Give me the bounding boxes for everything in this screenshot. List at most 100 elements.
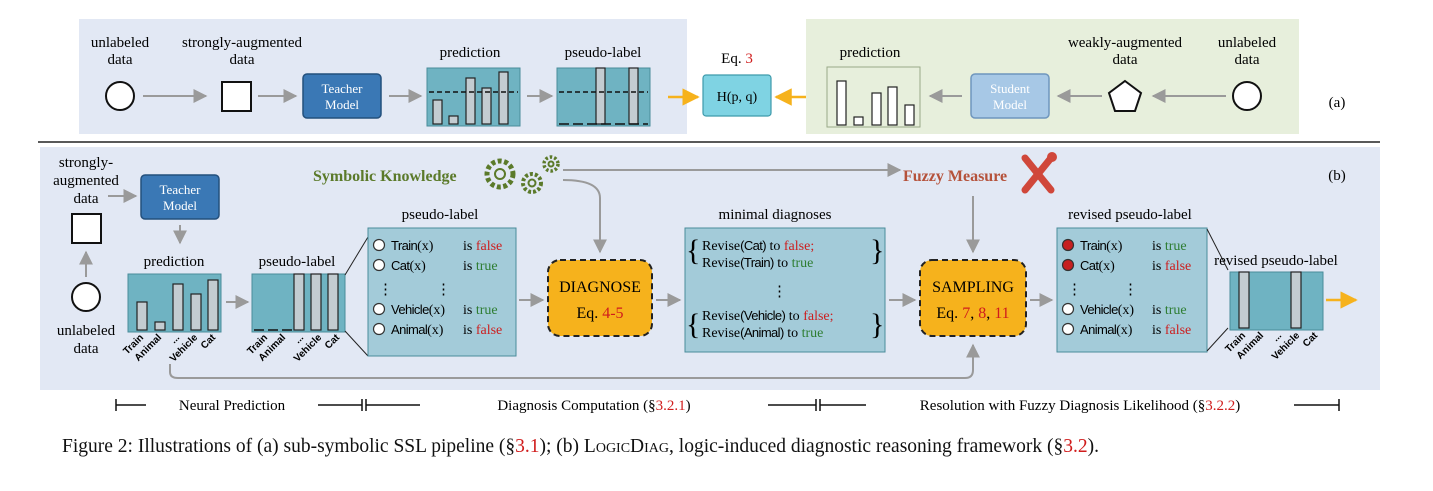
bar-mark	[465, 77, 476, 125]
unlabeled-data-label-2: data	[108, 52, 133, 68]
minimal-diagnoses-title: minimal diagnoses	[719, 207, 832, 223]
sampling-eq: Eq. 7, 8, 11	[936, 305, 1009, 322]
radio-icon	[372, 258, 386, 272]
symbolic-knowledge-label: Symbolic Knowledge	[313, 168, 457, 185]
revised-box-title: revised pseudo-label	[1068, 207, 1192, 223]
diagnose-title: DIAGNOSE	[559, 279, 641, 296]
bar-mark	[853, 116, 864, 126]
fuzzy-measure-label: Fuzzy Measure	[903, 168, 1007, 185]
radio-icon	[372, 238, 386, 252]
unlabeled-data-b-label-2: data	[74, 341, 99, 357]
strongly-augmented-label: strongly-augmented	[182, 35, 302, 51]
student-model-label-2: Model	[993, 97, 1027, 112]
pseudo-label-ellipsis-2: ⋮	[436, 282, 451, 298]
bar-mark	[595, 67, 606, 125]
bar-mark	[310, 273, 322, 331]
diagnose-box	[547, 259, 653, 337]
figure-caption: Figure 2: Illustrations of (a) sub-symbo…	[62, 436, 1099, 457]
brace-close-2: }	[870, 308, 884, 341]
predicate-row: Animal(x)	[1080, 322, 1133, 338]
bar-mark	[172, 283, 184, 331]
predicate-value: is true	[463, 259, 498, 274]
strongly-augmented-b-label-2: augmented	[53, 173, 119, 189]
bar-mark	[498, 71, 509, 125]
pseudo-label-zoom-line-bottom	[344, 330, 369, 357]
bar-mark	[448, 115, 459, 125]
eq-3-label: Eq. 3	[721, 51, 753, 67]
student-model-box	[970, 73, 1050, 119]
bar-mark	[327, 273, 339, 331]
bar-mark	[628, 67, 639, 125]
bar-mark	[481, 87, 492, 125]
radio-icon	[372, 322, 386, 336]
unlabeled-data-student-circle	[1232, 81, 1262, 111]
bar-mark	[154, 321, 166, 331]
loss-formula: H(p, q)	[717, 90, 758, 105]
pseudo-label-b-bars	[293, 273, 339, 331]
revised-ellipsis-2: ⋮	[1123, 282, 1138, 298]
revised-zoom-line-top	[1206, 228, 1229, 271]
teacher-model-label-2: Model	[325, 97, 359, 112]
pseudo-label-b-label: pseudo-label	[259, 254, 336, 270]
bar-mark	[1290, 271, 1302, 329]
bar-mark	[190, 293, 202, 331]
teacher-model-b-label: Teacher	[160, 182, 202, 197]
sampling-box	[919, 259, 1027, 337]
pseudo-label-ellipsis: ⋮	[378, 282, 393, 298]
panel-b-label: (b)	[1328, 168, 1346, 184]
bar-mark	[836, 80, 847, 126]
stage-diagnosis-computation: Diagnosis Computation (§3.2.1)	[497, 398, 690, 414]
unlabeled-data-label: unlabeled	[91, 35, 150, 51]
brace-close-1: }	[870, 234, 884, 267]
strongly-augmented-square	[221, 81, 252, 112]
bar-mark	[1238, 271, 1250, 329]
diagnosis-row: Revise(Animal) to true	[702, 325, 823, 341]
bar-mark	[432, 99, 443, 125]
pseudo-label-box-title: pseudo-label	[402, 207, 479, 223]
strongly-augmented-b-label-3: data	[74, 191, 99, 207]
radio-icon	[372, 302, 386, 316]
predicate-row: Cat(x)	[1080, 258, 1115, 274]
minimal-diagnoses-rows: Revise(Cat) to false;Revise(Train) to tr…	[702, 238, 834, 341]
teacher-model-b-box	[140, 174, 220, 220]
teacher-model-b-label-2: Model	[163, 198, 197, 213]
diagnosis-row: Revise(Vehicle) to false;	[702, 308, 834, 324]
predicate-value: is true	[1152, 239, 1187, 254]
pseudo-label-a-label: pseudo-label	[565, 45, 642, 61]
prediction-student-bars	[836, 80, 915, 126]
minimal-diagnoses-box	[684, 227, 886, 353]
diagnose-eq: Eq. 4-5	[576, 305, 623, 322]
predicate-row: Train(x)	[1080, 238, 1123, 254]
predicate-row: Vehicle(x)	[391, 302, 445, 318]
stage-resolution: Resolution with Fuzzy Diagnosis Likeliho…	[920, 398, 1240, 414]
prediction-a-label: prediction	[440, 45, 501, 61]
unlabeled-data-student-label-2: data	[1235, 52, 1260, 68]
selected-radio-icon	[1061, 258, 1075, 272]
prediction-b-bars	[136, 279, 219, 331]
pseudo-label-box	[367, 227, 517, 357]
predicate-value: is true	[1152, 303, 1187, 318]
strongly-augmented-label-2: data	[230, 52, 255, 68]
unlabeled-data-circle	[105, 81, 135, 111]
predicate-value: is true	[463, 303, 498, 318]
predicate-value: is false	[463, 239, 502, 254]
revised-chart-title: revised pseudo-label	[1214, 253, 1338, 269]
arrow-knowledge-to-diagnose	[562, 179, 607, 254]
prediction-a-bars	[432, 71, 509, 125]
stage-neural-prediction: Neural Prediction	[179, 398, 286, 414]
bar-mark	[136, 301, 148, 331]
revised-zoom-line-bottom	[1206, 327, 1229, 352]
revised-chart-bars	[1238, 271, 1302, 329]
bar-mark	[207, 279, 219, 331]
bar-mark	[887, 86, 898, 126]
gears-icon	[484, 155, 560, 194]
tools-icon	[1021, 152, 1057, 194]
predicate-value: is false	[1152, 259, 1191, 274]
arrow-prediction-to-sampling	[169, 343, 980, 379]
strongly-augmented-b-label: strongly-	[59, 155, 113, 171]
prediction-b-label: prediction	[144, 254, 205, 270]
brace-open-1: {	[686, 234, 700, 267]
